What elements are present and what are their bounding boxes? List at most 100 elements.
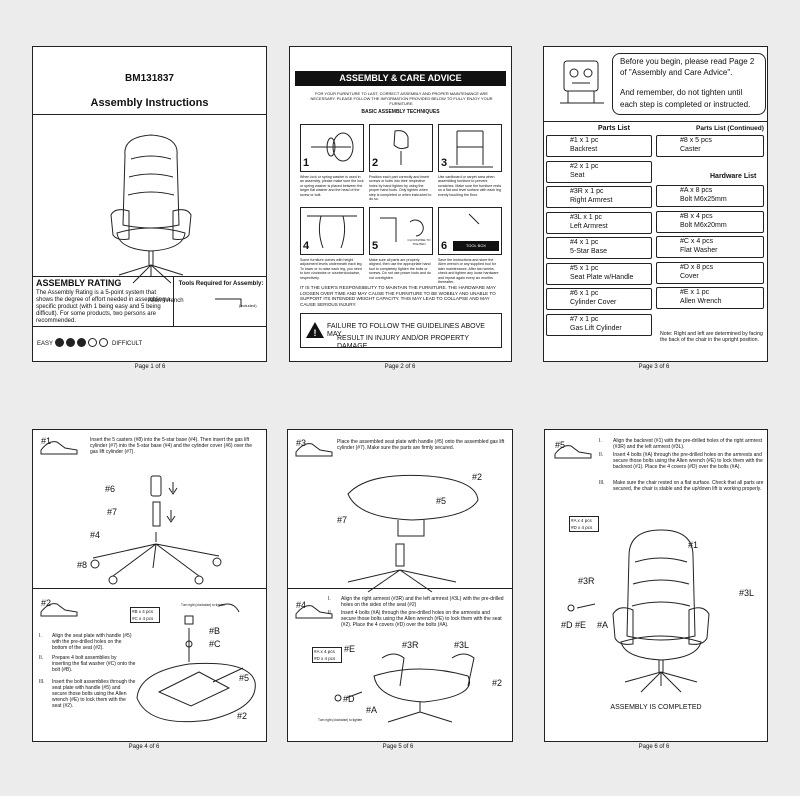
step-text: Insert 4 bolts (#A) through the pre-dril… bbox=[613, 452, 763, 470]
parts-list-heading: Parts List bbox=[598, 125, 630, 132]
advice-intro: FOR YOUR FURNITURE TO LAST, CORRECT ASSE… bbox=[310, 91, 493, 106]
hand-screw-icon bbox=[393, 130, 409, 165]
step-badge: #3 bbox=[296, 438, 307, 448]
rating-dot-empty bbox=[88, 338, 97, 347]
rating-dot-empty bbox=[99, 338, 108, 347]
turn-note: Turn right (clockwise) to tighten bbox=[181, 603, 226, 607]
divider-vertical bbox=[173, 276, 174, 326]
chair-illustration bbox=[110, 134, 192, 284]
allen-wrench-icon bbox=[215, 298, 242, 307]
part-label: #2 bbox=[472, 472, 483, 482]
part-name: Right Armrest bbox=[570, 197, 613, 204]
tools-heading: Tools Required for Assembly: bbox=[178, 281, 264, 287]
tip-image-5: CLOCKWISE TO TIGHTEN 5 bbox=[369, 207, 433, 255]
step-text: Insert the bolt assemblies through the s… bbox=[52, 679, 136, 709]
rating-heading: ASSEMBLY RATING bbox=[36, 278, 122, 288]
part-label: #7 bbox=[107, 507, 118, 517]
step-number: I. bbox=[599, 438, 602, 444]
step-text: Align the backrest (#1) with the pre-dri… bbox=[613, 438, 762, 450]
warning-box: ! FAILURE TO FOLLOW THE GUIDELINES ABOVE… bbox=[300, 313, 502, 350]
page-footer: Page 5 of 6 bbox=[382, 744, 414, 750]
page-5: #3 Place the assembled seat plate with h… bbox=[287, 429, 513, 742]
part-name: Seat bbox=[570, 171, 585, 179]
svg-text:!: ! bbox=[314, 328, 317, 338]
warning-line-2: RESULT IN INJURY AND/OR PROPERTY DAMAGE. bbox=[337, 335, 469, 350]
hardware-qty: #D x 4 pcs bbox=[314, 656, 336, 661]
part-label: #3L bbox=[454, 640, 470, 650]
sneaker-icon bbox=[40, 441, 78, 455]
step3-instructions: Place the assembled seat plate with hand… bbox=[337, 439, 505, 451]
part-label: #8 bbox=[77, 560, 88, 570]
part-name: 5-Star Base bbox=[570, 248, 607, 255]
tip-number: 6 bbox=[441, 240, 448, 252]
completion-text: ASSEMBLY IS COMPLETED bbox=[610, 704, 702, 711]
step-text: Insert 4 bolts (#A) through the pre-dril… bbox=[341, 610, 502, 628]
part-icon-box bbox=[546, 262, 652, 285]
toolbox-label: TOOL BOX bbox=[453, 241, 499, 251]
tip-number: 3 bbox=[441, 157, 448, 169]
sneaker-icon bbox=[554, 445, 592, 459]
divider bbox=[33, 276, 266, 277]
step-number: III. bbox=[599, 480, 605, 486]
page-footer: Page 1 of 6 bbox=[134, 364, 166, 370]
page-title: Assembly Instructions bbox=[90, 97, 209, 109]
complete-chair-diagram bbox=[612, 529, 710, 693]
page-4: #1 Insert the 5 casters (#8) into the 5-… bbox=[32, 429, 267, 742]
tool-name: Allen Wrench bbox=[148, 298, 184, 304]
parts-list-cont-heading: Parts List (Continued) bbox=[696, 125, 764, 132]
notice-line-4: each step is completed or instructed. bbox=[620, 100, 751, 109]
notice-line-1: Before you begin, please read Page 2 bbox=[620, 57, 755, 66]
part-label: #6 bbox=[105, 484, 116, 494]
rating-dot-filled bbox=[55, 338, 64, 347]
table-leg-icon bbox=[307, 215, 357, 249]
step-number: II. bbox=[328, 610, 333, 616]
easy-label: EASY bbox=[37, 341, 54, 347]
part-label: #4 bbox=[90, 530, 101, 540]
warning-line-1: FAILURE TO FOLLOW THE GUIDELINES ABOVE M… bbox=[327, 323, 485, 338]
armrest-diagram bbox=[334, 653, 475, 723]
part-id: #2 x 1 pc bbox=[570, 162, 599, 170]
notice-line-2: of "Assembly and Care Advice". bbox=[620, 68, 733, 77]
part-label: #2 bbox=[492, 678, 503, 688]
part-label: #3R bbox=[578, 576, 595, 586]
techniques-heading: BASIC ASSEMBLY TECHNIQUES bbox=[361, 109, 440, 115]
page-1: BM131837 Assembly Instructions ASSEMBLY … bbox=[32, 46, 267, 362]
part-id: #1 x 1 pc bbox=[570, 137, 599, 144]
step-badge: #2 bbox=[41, 598, 52, 608]
step-text: Make sure the chair rested on a flat sur… bbox=[613, 480, 764, 492]
model-number: BM131837 bbox=[125, 73, 174, 84]
divider bbox=[33, 588, 266, 589]
part-name: Bolt M6x25mm bbox=[680, 196, 727, 203]
part-label: #1 bbox=[688, 540, 699, 550]
part-label: #2 bbox=[237, 711, 248, 721]
clockwise-icon bbox=[380, 217, 424, 242]
tip-text-6: Save the instructions and store the Alle… bbox=[438, 258, 499, 285]
step-number: II. bbox=[39, 655, 44, 661]
part-icon-box bbox=[656, 236, 764, 258]
part-icon-box bbox=[656, 135, 764, 157]
part-icon-box bbox=[546, 313, 652, 336]
part-icon-box bbox=[546, 211, 652, 234]
part-icon-box bbox=[656, 261, 764, 284]
step-badge: #5 bbox=[555, 440, 566, 450]
tip-number: 4 bbox=[303, 240, 310, 252]
tip-number: 1 bbox=[303, 157, 310, 169]
part-label: #D bbox=[343, 694, 355, 704]
part-id: #3L x 1 pc bbox=[570, 213, 603, 221]
page-3: Before you begin, please read Page 2 of … bbox=[543, 46, 768, 362]
part-name: Cylinder Cover bbox=[570, 299, 617, 306]
page-footer: Page 3 of 6 bbox=[638, 364, 670, 370]
advice-banner: ASSEMBLY & CARE ADVICE bbox=[295, 71, 506, 86]
hardware-qty: #D x 4 pcs bbox=[571, 525, 593, 530]
part-icon-box bbox=[546, 160, 652, 183]
step-badge: #4 bbox=[296, 600, 307, 610]
part-id: #C x 4 pcs bbox=[680, 238, 714, 245]
step-text: Prepare 4 bolt assemblies by inserting t… bbox=[52, 655, 136, 673]
step-number: III. bbox=[39, 679, 45, 685]
part-label: #7 bbox=[337, 515, 348, 525]
page-2: ASSEMBLY & CARE ADVICE FOR YOUR FURNITUR… bbox=[289, 46, 512, 362]
part-label: #A bbox=[597, 620, 609, 630]
part-label: #5 bbox=[436, 496, 447, 506]
toolbox-icon bbox=[468, 213, 480, 225]
part-icon-box bbox=[546, 288, 652, 310]
